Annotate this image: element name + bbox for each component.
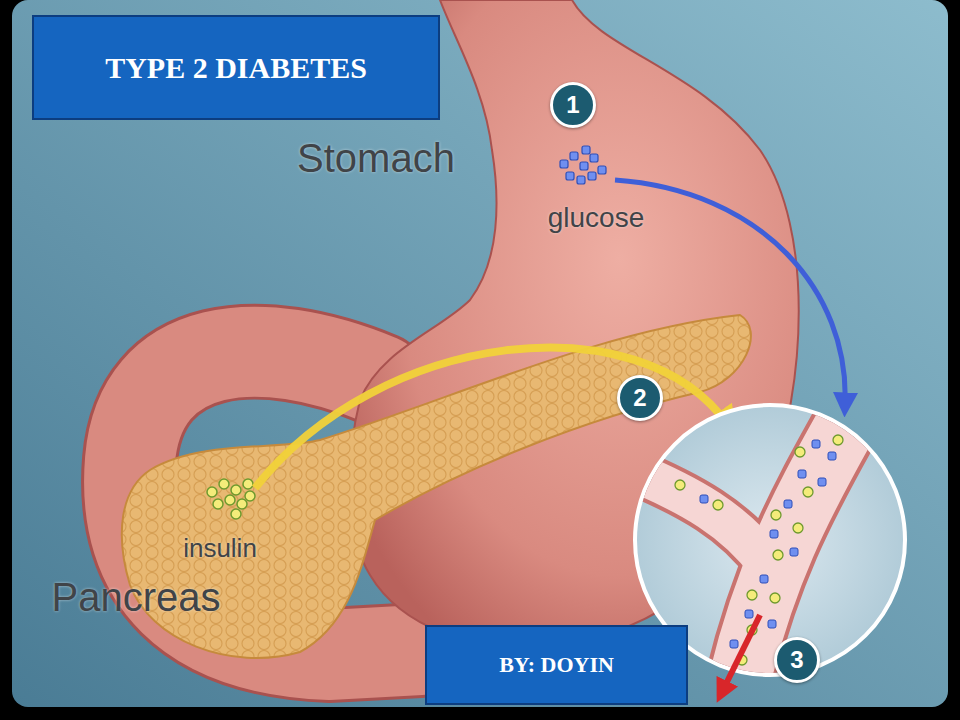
backdrop: [12, 0, 948, 707]
organ-label: Pancreas: [52, 575, 221, 620]
organ-label-holder: Stomach: [297, 136, 455, 181]
title-text: TYPE 2 DIABETES: [105, 51, 367, 85]
callout-number-holder: 2: [617, 375, 663, 421]
title-box: TYPE 2 DIABETES: [32, 15, 440, 120]
organ-label: Stomach: [297, 136, 455, 181]
substance-label: glucose: [548, 202, 645, 234]
callout-circle: 1: [550, 82, 596, 128]
substance-label-holder: insulin: [183, 533, 257, 564]
callout-number-holder: 3: [774, 637, 820, 683]
insulin-cluster: [207, 479, 255, 519]
callout-circle: 3: [774, 637, 820, 683]
callout-circle: 2: [617, 375, 663, 421]
callout-number-holder: 1: [550, 82, 596, 128]
callout-number: 3: [790, 646, 803, 674]
glucose-arrow: [615, 180, 845, 405]
output-arrow: [722, 615, 760, 692]
callout-number: 1: [566, 91, 579, 119]
substance-label: insulin: [183, 533, 257, 564]
glucose-cluster: [560, 146, 606, 184]
substance-label-holder: glucose: [548, 202, 645, 234]
caption-text: BY: DOYIN: [499, 652, 614, 678]
caption-box: BY: DOYIN: [425, 625, 688, 705]
organ-label-holder: Pancreas: [52, 575, 221, 620]
callout-number: 2: [633, 384, 646, 412]
